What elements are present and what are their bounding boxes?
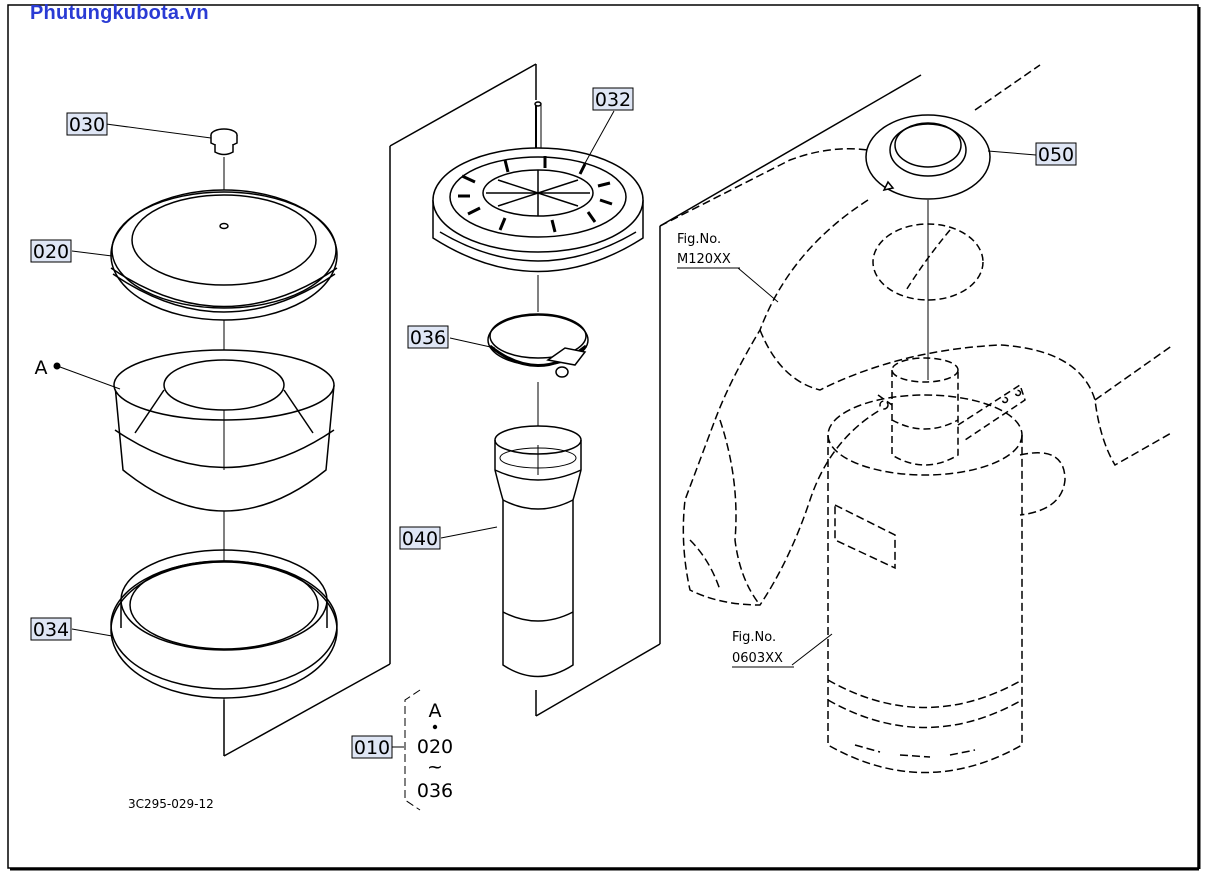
callout-030: 030	[66, 112, 108, 136]
part-032-baffle	[432, 101, 644, 312]
leader-lines	[53, 110, 1037, 811]
middle-column	[432, 64, 922, 717]
context-inlet-pipe	[877, 357, 1026, 466]
part-036-clamp	[487, 313, 589, 445]
callout-020: 020	[30, 239, 72, 263]
assembly-line-2: 020	[417, 736, 453, 758]
part-A-element	[113, 349, 335, 512]
fig-ref-0603: Fig.No. 0603XX	[732, 630, 794, 668]
callout-010: 010	[351, 735, 393, 759]
callout-040: 040	[399, 526, 441, 550]
assembly-line-3: 036	[417, 780, 453, 802]
callout-034-text: 034	[33, 619, 69, 641]
callout-020-text: 020	[33, 241, 69, 263]
callout-050-text: 050	[1038, 144, 1074, 166]
left-column	[110, 63, 537, 757]
part-034-gasket	[110, 549, 338, 699]
middle-panel-bottom	[535, 643, 661, 717]
part-050-flange	[865, 114, 991, 200]
callout-030-text: 030	[69, 114, 105, 136]
part-040-tube	[494, 425, 582, 678]
callout-010-text: 010	[354, 737, 390, 759]
callout-036: 036	[407, 325, 449, 349]
drawing-code: 3C295-029-12	[128, 797, 214, 811]
assembly-dot	[432, 724, 438, 730]
watermark-brand: Phutungkubota.vn	[30, 2, 209, 24]
right-column	[659, 64, 1174, 774]
part-020-cover	[110, 189, 338, 321]
callout-036-text: 036	[410, 327, 446, 349]
left-panel-top	[389, 63, 537, 147]
context-cowl	[682, 199, 881, 606]
fig-ref-2-line-2: 0603XX	[732, 651, 783, 666]
callout-034: 034	[30, 617, 72, 641]
callout-labels: 030 020 A 034 032 036 040 050 010	[30, 87, 1077, 759]
fig-ref-1-line-1: Fig.No.	[677, 232, 721, 247]
middle-panel-top	[659, 74, 922, 227]
fig-ref-m120: Fig.No. M120XX	[677, 232, 740, 269]
callout-032-text: 032	[595, 89, 631, 111]
left-panel-bottom	[223, 663, 391, 757]
context-air-cleaner	[827, 394, 1066, 774]
fig-ref-2-line-1: Fig.No.	[732, 630, 776, 645]
context-hood-line	[974, 64, 1041, 111]
callout-A-text: A	[35, 357, 48, 379]
callout-050: 050	[1035, 142, 1077, 166]
callout-032: 032	[592, 87, 634, 111]
fig-ref-1-line-2: M120XX	[677, 252, 731, 267]
assembly-line-1: A	[429, 700, 442, 722]
assembly-tilde: ~	[427, 756, 443, 778]
callout-040-text: 040	[402, 528, 438, 550]
assembly-010-contents: A 020 ~ 036	[417, 700, 453, 802]
